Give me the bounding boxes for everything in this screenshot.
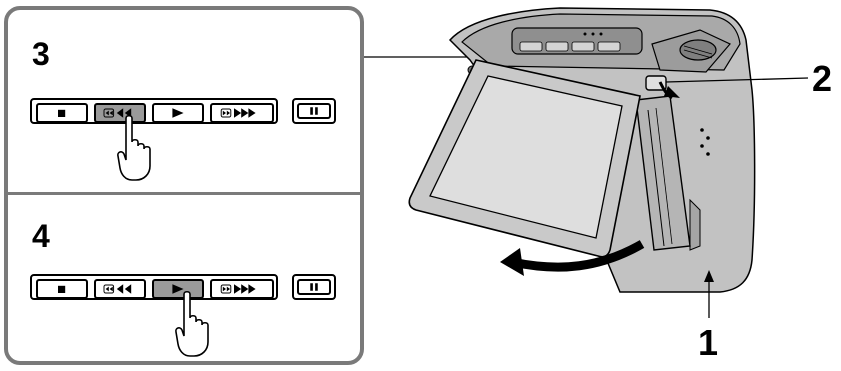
lcd-hinge <box>635 95 691 251</box>
play-icon <box>172 284 184 294</box>
stop-icon <box>58 109 66 117</box>
fast-forward-button[interactable] <box>210 103 274 123</box>
lcd-monitor <box>408 59 641 258</box>
rewind-button[interactable] <box>94 279 146 299</box>
transport-button-group <box>30 98 278 124</box>
fast-forward-icon <box>220 284 256 294</box>
pause-button[interactable] <box>292 274 336 300</box>
fast-forward-button[interactable] <box>210 279 274 299</box>
fast-forward-icon <box>220 108 256 118</box>
control-row-step-3 <box>30 98 350 124</box>
play-button[interactable] <box>152 103 204 123</box>
play-button[interactable] <box>152 279 204 299</box>
pause-icon <box>310 107 318 115</box>
pressing-hand-icon <box>175 290 209 357</box>
stop-button[interactable] <box>36 103 88 123</box>
callout-2: 2 <box>812 58 833 99</box>
panel-divider <box>8 192 360 195</box>
transport-button-group <box>30 274 278 300</box>
instruction-panel: 3 <box>4 6 364 365</box>
control-row-step-4 <box>30 274 350 300</box>
pressing-hand-icon <box>117 114 151 181</box>
callout-1: 1 <box>698 322 719 363</box>
pause-button[interactable] <box>292 98 336 124</box>
pause-icon <box>310 283 318 291</box>
rewind-button[interactable] <box>94 103 146 123</box>
callout-line-2 <box>665 77 809 83</box>
step-number-4: 4 <box>32 218 50 254</box>
stop-button[interactable] <box>36 279 88 299</box>
lcd-screen <box>429 75 623 239</box>
stop-icon <box>58 285 66 293</box>
open-direction-arrow <box>511 240 645 272</box>
step-number-3: 3 <box>32 36 50 72</box>
play-icon <box>172 108 184 118</box>
rewind-icon <box>103 284 132 294</box>
